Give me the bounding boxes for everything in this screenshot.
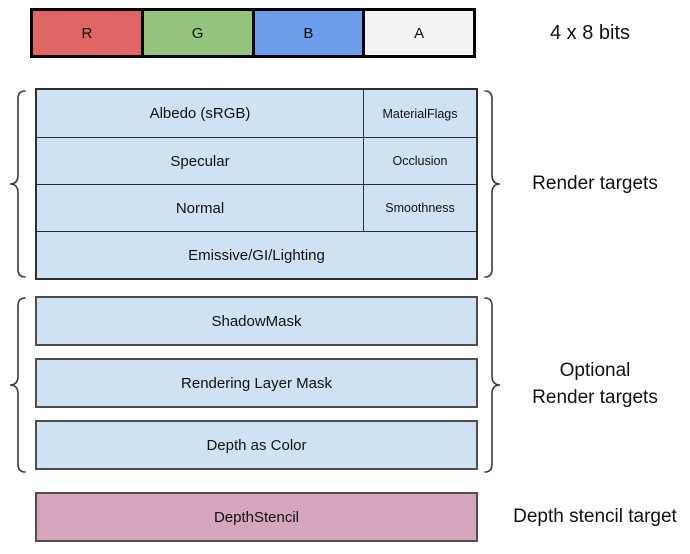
specular-cell: Specular [170, 152, 230, 170]
right-curly-brace-render-targets [484, 90, 501, 278]
render-target-row-emissive: Emissive/GI/Lighting [37, 231, 476, 278]
optional-render-targets-label: Optional Render targets [500, 295, 690, 475]
left-curly-brace-optional-targets [9, 297, 26, 473]
pixel-format-caption: 4 x 8 bits [549, 21, 631, 44]
pixel-format-bar: R G B A [30, 8, 476, 58]
render-targets-label-text: Render targets [532, 172, 658, 194]
optional-label-line2: Render targets [532, 387, 658, 408]
occlusion-cell: Occlusion [363, 138, 476, 184]
left-curly-brace-render-targets [9, 90, 26, 278]
depth-stencil-label-text: Depth stencil target [513, 505, 677, 527]
depth-as-color-box: Depth as Color [35, 420, 478, 470]
right-curly-brace-optional-targets [484, 297, 501, 473]
optional-label-line1: Optional [559, 360, 631, 382]
normal-cell: Normal [175, 199, 225, 217]
channel-cell-a: A [362, 11, 473, 55]
render-target-row-normal: Normal Smoothness [37, 184, 476, 231]
depth-stencil-target-label: Depth stencil target [500, 492, 690, 542]
depthstencil-box: DepthStencil [35, 492, 478, 542]
channel-cell-g: G [140, 11, 252, 55]
rendering-layer-mask-box: Rendering Layer Mask [35, 358, 478, 408]
channel-cell-r: R [33, 11, 141, 55]
shadowmask-box: ShadowMask [35, 296, 478, 346]
render-target-row-specular: Specular Occlusion [37, 137, 476, 184]
channel-label-a: A [414, 24, 425, 42]
emissive-cell: Emissive/GI/Lighting [188, 246, 325, 264]
channel-label-g: G [191, 24, 204, 42]
render-target-row-albedo: Albedo (sRGB) MaterialFlags [37, 90, 476, 137]
render-targets-grid: Albedo (sRGB) MaterialFlags Specular Occ… [35, 88, 478, 280]
albedo-cell: Albedo (sRGB) [149, 105, 251, 122]
channel-label-b: B [303, 24, 314, 42]
smoothness-cell: Smoothness [363, 185, 476, 231]
channel-cell-b: B [251, 11, 363, 55]
materialflags-cell: MaterialFlags [363, 90, 476, 137]
channel-label-r: R [81, 24, 93, 42]
render-targets-label: Render targets [500, 88, 690, 280]
